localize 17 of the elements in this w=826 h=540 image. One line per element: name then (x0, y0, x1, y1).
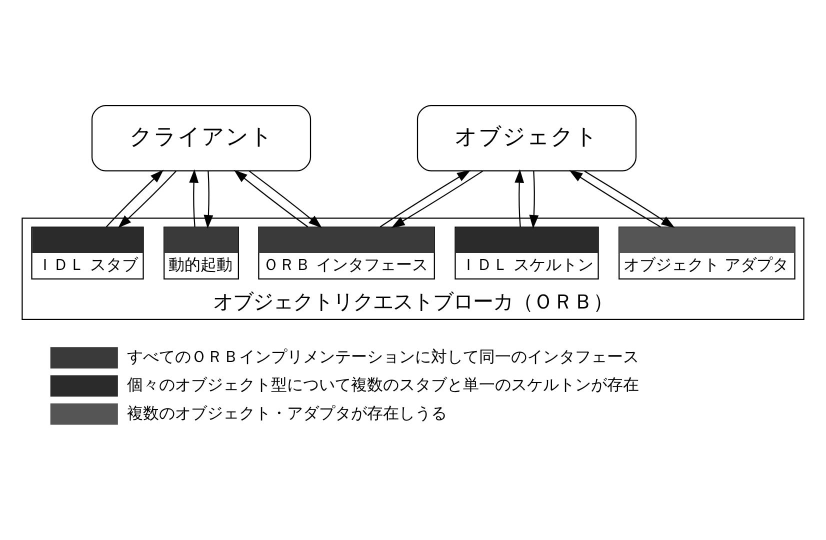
legend-label: 複数のオブジェクト・アダプタが存在しうる (126, 402, 447, 422)
arrow (248, 170, 322, 228)
arrow (584, 170, 675, 228)
arrow (106, 169, 164, 227)
arrow (118, 170, 177, 228)
arrow (380, 170, 471, 227)
legend-label: すべてのＯＲＢインプリメンテーションに対して同一のインタフェース (126, 346, 639, 366)
arrow (234, 169, 308, 227)
arrow (189, 168, 199, 226)
arrow (391, 170, 484, 228)
arrow (569, 170, 662, 228)
arrow (514, 168, 524, 226)
arrow (204, 170, 214, 228)
node-box: クライアント (91, 104, 312, 171)
node-box: オブジェクト (416, 104, 637, 171)
arrow (529, 170, 539, 228)
legend-label: 個々のオブジェクト型について複数のスタブと単一のスケルトンが存在 (126, 374, 639, 394)
